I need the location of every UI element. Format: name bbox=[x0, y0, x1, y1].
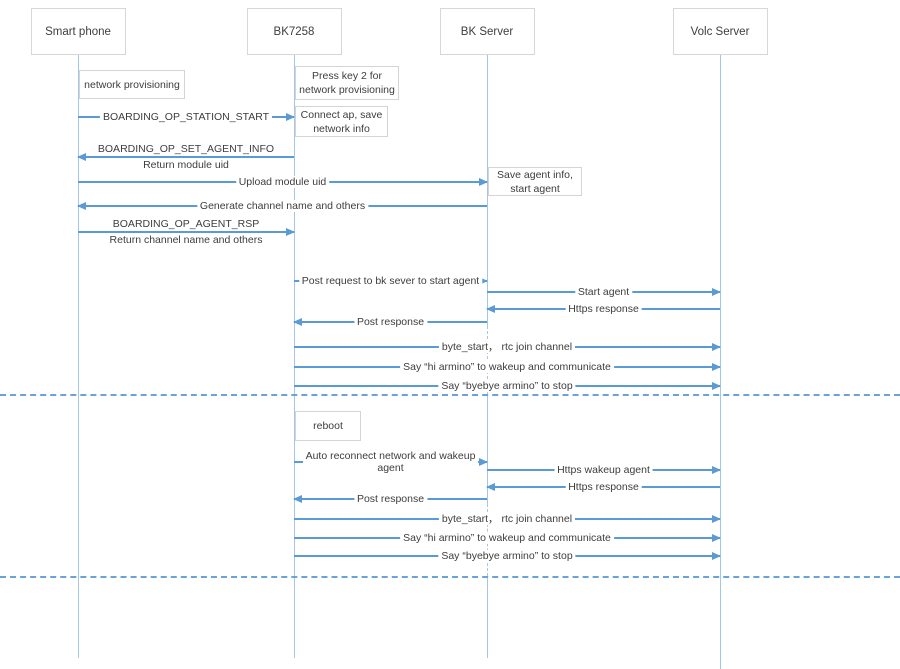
message-label: Https response bbox=[565, 303, 642, 315]
message-label-line: Return module uid bbox=[143, 159, 229, 171]
arrowhead-icon bbox=[712, 551, 721, 560]
arrowhead-icon bbox=[712, 514, 721, 523]
arrowhead-icon bbox=[293, 317, 302, 326]
note-line: reboot bbox=[313, 420, 343, 432]
separator-2 bbox=[0, 576, 900, 578]
message-label-line: byte_start， rtc join channel bbox=[441, 513, 573, 525]
message-label-line: Say “byebye armino” to stop bbox=[441, 550, 573, 562]
arrowhead-icon bbox=[712, 287, 721, 296]
message-label-line: Https wakeup agent bbox=[557, 464, 650, 476]
note-line: start agent bbox=[510, 182, 560, 195]
message-label: byte_start， rtc join channel bbox=[438, 513, 576, 525]
arrowhead-icon bbox=[286, 112, 295, 121]
arrowhead-icon bbox=[712, 465, 721, 474]
message-label-line: Start agent bbox=[577, 286, 630, 298]
arrowhead-icon bbox=[486, 482, 495, 491]
message-label-line: Https response bbox=[568, 303, 639, 315]
message-label: Upload module uid bbox=[235, 176, 330, 188]
arrowhead-icon bbox=[712, 381, 721, 390]
note-line: network info bbox=[313, 122, 370, 135]
note-network-provisioning: network provisioning bbox=[79, 70, 185, 99]
lifeline-bk-server bbox=[487, 576, 488, 658]
message-label-line: Post request to bk sever to start agent bbox=[301, 275, 480, 287]
message-label: Post response bbox=[353, 316, 428, 328]
arrowhead-icon bbox=[479, 457, 488, 466]
message-label-line: Return channel name and others bbox=[109, 234, 263, 246]
message-label: Https response bbox=[565, 481, 642, 493]
message-line bbox=[78, 231, 294, 233]
separator-1 bbox=[0, 394, 900, 396]
actor-box-bk-server: BK Server bbox=[439, 8, 535, 55]
actor-box-bk7258: BK7258 bbox=[246, 8, 342, 55]
lifeline-bk-server bbox=[487, 326, 488, 394]
arrowhead-icon bbox=[712, 342, 721, 351]
message-label-line: Say “hi armino” to wakeup and communicat… bbox=[403, 532, 611, 544]
note-line: Press key 2 for bbox=[311, 70, 383, 82]
message-label: Post response bbox=[353, 493, 428, 505]
message-label: BOARDING_OP_AGENT_RSP Return channel name… bbox=[108, 218, 265, 246]
message-label: BOARDING_OP_SET_AGENT_INFO Return module … bbox=[96, 143, 276, 171]
message-label-line: Generate channel name and others bbox=[199, 200, 366, 212]
note-reboot: reboot bbox=[295, 411, 361, 441]
message-label-line: Https response bbox=[568, 481, 639, 493]
message-label: Say “hi armino” to wakeup and communicat… bbox=[400, 361, 614, 373]
arrowhead-icon bbox=[479, 276, 488, 285]
message-label-line: BOARDING_OP_STATION_START bbox=[102, 111, 270, 123]
lifeline-smart-phone bbox=[78, 55, 79, 658]
arrowhead-icon bbox=[293, 494, 302, 503]
actor-label: Volc Server bbox=[690, 25, 750, 38]
arrowhead-icon bbox=[286, 227, 295, 236]
message-label-line: Post response bbox=[356, 316, 425, 328]
actor-box-smart-phone: Smart phone bbox=[30, 8, 126, 55]
message-label: BOARDING_OP_STATION_START bbox=[99, 111, 273, 123]
lifeline-volc-server bbox=[720, 55, 721, 669]
arrowhead-icon bbox=[486, 304, 495, 313]
note-save-agent-info: Save agent info,start agent bbox=[488, 167, 582, 196]
message-label-line: Upload module uid bbox=[238, 176, 327, 188]
note-line: Save agent info, bbox=[497, 168, 573, 181]
message-label-line: BOARDING_OP_AGENT_RSP bbox=[112, 218, 260, 230]
message-label: Start agent bbox=[574, 286, 633, 298]
message-label-line: BOARDING_OP_SET_AGENT_INFO bbox=[97, 143, 275, 155]
message-label-line: byte_start， rtc join channel bbox=[441, 341, 573, 353]
lifeline-bk-server bbox=[487, 394, 488, 504]
note-press-key-2: Press key 2 for network provisioning bbox=[295, 66, 399, 100]
message-label: Generate channel name and others bbox=[196, 200, 369, 212]
arrowhead-icon bbox=[712, 533, 721, 542]
message-line bbox=[78, 156, 294, 158]
message-label-line: agent bbox=[377, 462, 404, 474]
message-label-line: Auto reconnect network and wakeup bbox=[305, 450, 476, 462]
lifeline-bk-server bbox=[487, 55, 488, 326]
message-label-line: Say “hi armino” to wakeup and communicat… bbox=[403, 361, 611, 373]
message-label-line: Say “byebye armino” to stop bbox=[441, 380, 573, 392]
arrowhead-icon bbox=[712, 362, 721, 371]
note-line: Connect ap, save bbox=[300, 108, 383, 121]
note-line: network provisioning bbox=[299, 84, 395, 96]
message-label-line: Post response bbox=[356, 493, 425, 505]
lifeline-bk7258 bbox=[294, 55, 295, 658]
actor-label: Smart phone bbox=[45, 25, 111, 38]
message-label: Say “hi armino” to wakeup and communicat… bbox=[400, 532, 614, 544]
actor-label: BK Server bbox=[460, 25, 514, 38]
message-label: Post request to bk sever to start agent bbox=[298, 275, 483, 287]
arrowhead-icon bbox=[77, 152, 86, 161]
message-label: Say “byebye armino” to stop bbox=[438, 550, 576, 562]
actor-box-volc-server: Volc Server bbox=[672, 8, 768, 55]
message-label: Say “byebye armino” to stop bbox=[438, 380, 576, 392]
arrowhead-icon bbox=[479, 177, 488, 186]
arrowhead-icon bbox=[77, 201, 86, 210]
message-label: byte_start， rtc join channel bbox=[438, 341, 576, 353]
message-label: Https wakeup agent bbox=[554, 464, 653, 476]
note-line: network provisioning bbox=[84, 78, 180, 91]
actor-label: BK7258 bbox=[273, 25, 315, 38]
